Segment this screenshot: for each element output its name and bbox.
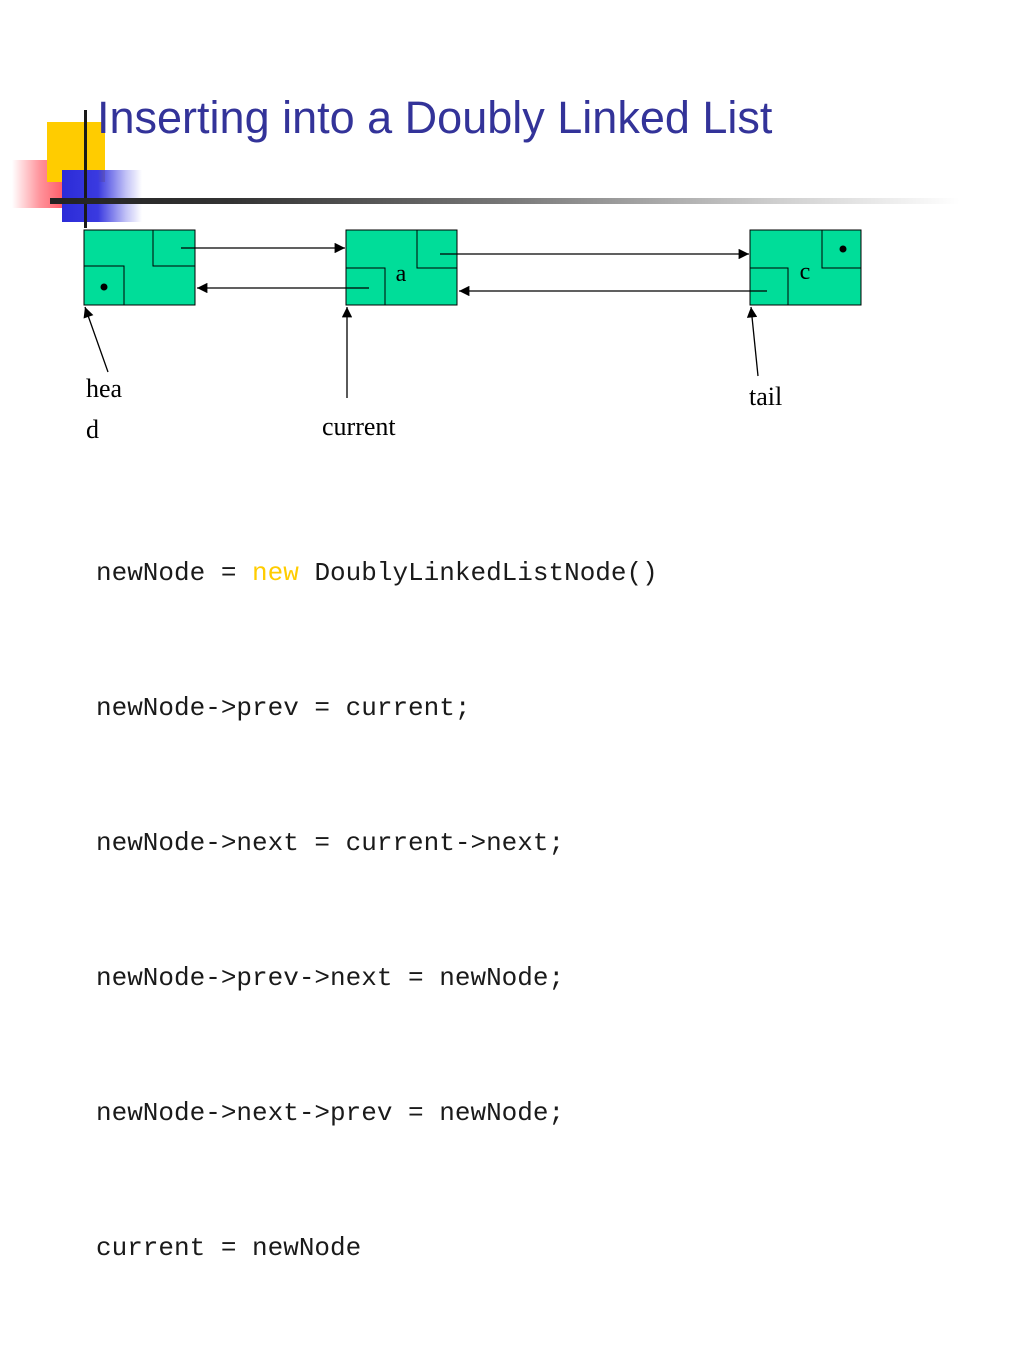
null-pointer-dot xyxy=(839,245,847,253)
code-line: newNode = new DoublyLinkedListNode() xyxy=(96,551,658,596)
code-text: newNode->next = current->next; xyxy=(96,828,565,858)
head-label-line1: hea xyxy=(86,374,123,403)
code-line: newNode->prev->next = newNode; xyxy=(96,956,658,1001)
logo-vertical-line xyxy=(84,110,87,228)
node-value-a: a xyxy=(396,261,407,287)
code-line: newNode->prev = current; xyxy=(96,686,658,731)
list-node-c: c xyxy=(749,229,862,306)
code-line: current = newNode xyxy=(96,1226,658,1271)
head-pointer-arrow xyxy=(83,306,109,373)
code-text: newNode->prev = current; xyxy=(96,693,471,723)
code-line: newNode->next = current->next; xyxy=(96,821,658,866)
logo-blue-square xyxy=(62,170,142,222)
slide: Inserting into a Doubly Linked List a xyxy=(12,92,960,1263)
list-node-head xyxy=(83,229,196,306)
list-node-a: a xyxy=(345,229,458,306)
code-keyword: new xyxy=(252,558,299,588)
null-pointer-dot xyxy=(100,283,108,291)
slide-title: Inserting into a Doubly Linked List xyxy=(97,92,773,143)
code-text: newNode = xyxy=(96,558,253,588)
tail-pointer-arrow xyxy=(746,306,759,377)
title-underline xyxy=(50,198,960,204)
current-label: current xyxy=(322,412,396,441)
code-text: newNode->prev->next = newNode; xyxy=(96,963,565,993)
code-block: newNode = new DoublyLinkedListNode() new… xyxy=(96,461,658,1361)
code-text: current = newNode xyxy=(96,1233,362,1263)
code-text: newNode->next->prev = newNode; xyxy=(96,1098,565,1128)
node-value-c: c xyxy=(800,259,811,285)
tail-label: tail xyxy=(749,382,782,411)
code-line: newNode->next->prev = newNode; xyxy=(96,1091,658,1136)
head-label-line2: d xyxy=(86,415,99,444)
linked-list-diagram: a c hea d current tail xyxy=(83,229,862,444)
code-text: DoublyLinkedListNode() xyxy=(298,558,658,588)
